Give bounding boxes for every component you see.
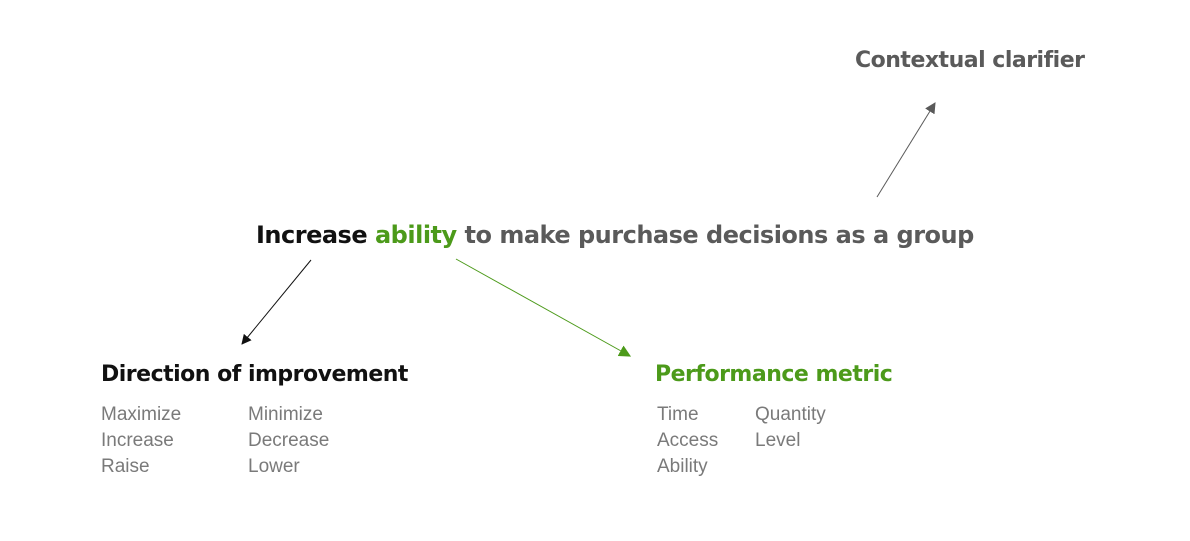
- statement-clarifier: to make purchase decisions as a group: [464, 221, 975, 249]
- outcome-statement: Increase ability to make purchase decisi…: [256, 221, 974, 249]
- metric-example: Ability: [657, 456, 708, 477]
- direction-example: Lower: [248, 456, 300, 477]
- statement-direction: Increase: [256, 221, 368, 249]
- metric-examples-column-2: Quantity Level: [755, 402, 826, 454]
- direction-example: Raise: [101, 456, 150, 477]
- direction-example: Increase: [101, 430, 174, 451]
- contextual-clarifier-label: Contextual clarifier: [855, 48, 1085, 73]
- direction-examples-column-2: Minimize Decrease Lower: [248, 402, 329, 480]
- statement-metric: ability: [374, 221, 457, 249]
- direction-example: Minimize: [248, 404, 323, 425]
- direction-example: Decrease: [248, 430, 330, 451]
- direction-heading: Direction of improvement: [101, 362, 408, 387]
- metric-example: Access: [657, 430, 719, 451]
- arrow-to-direction: [241, 259, 312, 345]
- metric-example: Level: [755, 430, 801, 451]
- metric-heading: Performance metric: [655, 362, 893, 387]
- metric-example: Quantity: [755, 404, 826, 425]
- arrow-to-clarifier: [876, 102, 936, 198]
- metric-examples-column-1: Time Access Ability: [657, 402, 718, 480]
- direction-example: Maximize: [101, 404, 182, 425]
- arrow-to-metric: [455, 258, 632, 357]
- direction-examples-column-1: Maximize Increase Raise: [101, 402, 181, 480]
- metric-example: Time: [657, 404, 699, 425]
